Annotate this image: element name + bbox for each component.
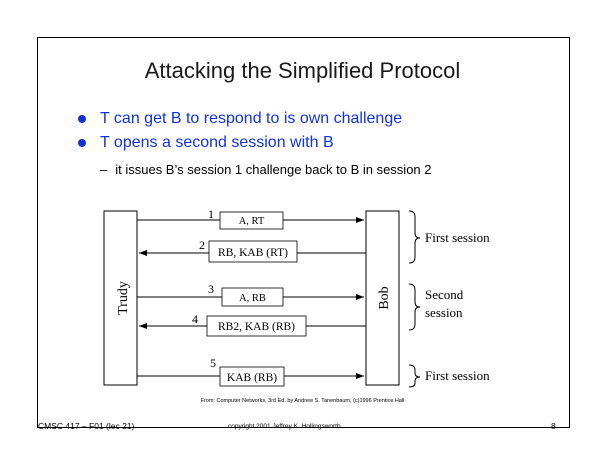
message-label-box: [219, 366, 285, 387]
bob-box: [365, 210, 400, 386]
message-label: KAB (RB): [227, 372, 277, 384]
message-number: 1: [208, 207, 214, 221]
message-number: 5: [210, 356, 216, 370]
message-label-box: [208, 240, 298, 263]
session-label: session: [425, 305, 463, 320]
bullet-text: T can get B to respond to is own challen…: [100, 110, 403, 127]
bullet-dot-icon: [78, 139, 86, 147]
message-label-box: [206, 315, 307, 337]
message-number: 4: [192, 312, 198, 326]
bob-label: Bob: [377, 286, 392, 309]
message-number: 3: [208, 282, 214, 296]
message-label: A, RB: [239, 293, 266, 304]
message-label-box: [219, 211, 284, 230]
bullet-item: T can get B to respond to is own challen…: [78, 110, 402, 128]
sub-bullet-dash: –: [100, 162, 108, 177]
session-label: First session: [425, 230, 490, 245]
page-number: 8: [551, 421, 556, 431]
session-label: First session: [425, 368, 490, 383]
slide-frame: [37, 37, 570, 428]
slide-title: Attacking the Simplified Protocol: [144, 58, 461, 83]
source-footnote: From: Computer Networks, 3rd Ed. by Andr…: [200, 398, 405, 404]
session-brace: [408, 210, 421, 264]
message-label: RB, KAB (RT): [218, 247, 288, 259]
sub-bullet-item: –it issues B’s session 1 challenge back …: [100, 162, 432, 177]
trudy-box: [103, 210, 138, 386]
message-label-box: [221, 287, 284, 307]
session-brace: [408, 283, 421, 331]
trudy-label: Trudy: [116, 281, 131, 315]
session-brace: [408, 364, 421, 388]
message-label: RB2, KAB (RB): [218, 321, 295, 333]
message-number: 2: [199, 238, 205, 252]
session-label: Second: [425, 287, 464, 302]
course-footer: CMSC 417 – F01 (lec 21): [38, 421, 135, 431]
bullet-text: T opens a second session with B: [100, 134, 334, 151]
sub-bullet-text: it issues B’s session 1 challenge back t…: [115, 162, 432, 177]
message-label: A, RT: [239, 216, 265, 227]
copyright-footer: copyright 2001 Jeffrey K. Hollingsworth: [228, 423, 341, 430]
bullet-item: T opens a second session with B: [78, 134, 334, 152]
bullet-dot-icon: [78, 115, 86, 123]
